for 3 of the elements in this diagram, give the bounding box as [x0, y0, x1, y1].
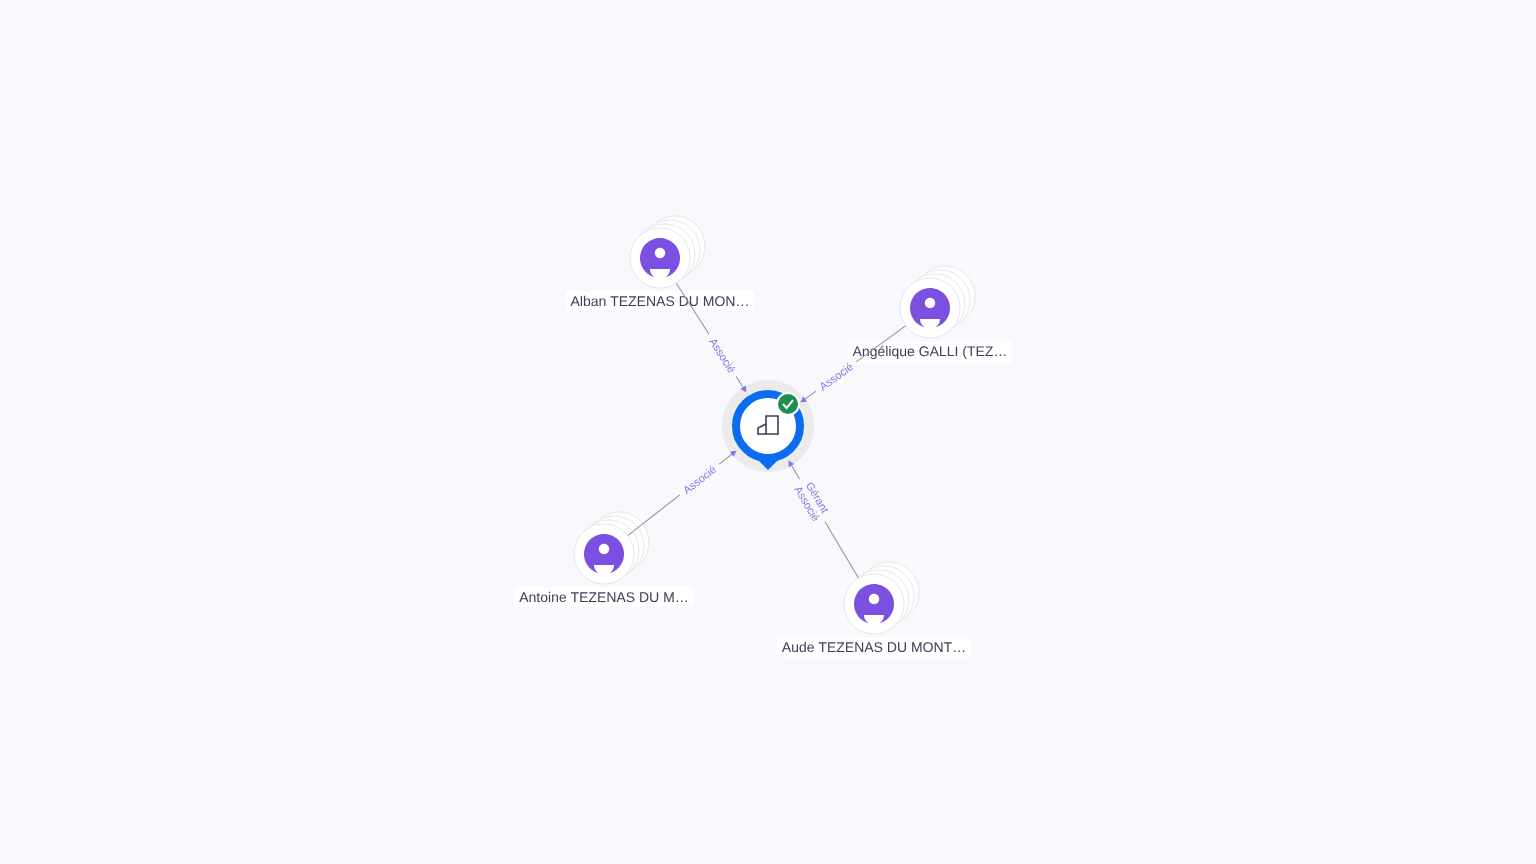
company-pin	[722, 380, 814, 472]
connector	[800, 325, 906, 403]
connector	[627, 450, 737, 536]
